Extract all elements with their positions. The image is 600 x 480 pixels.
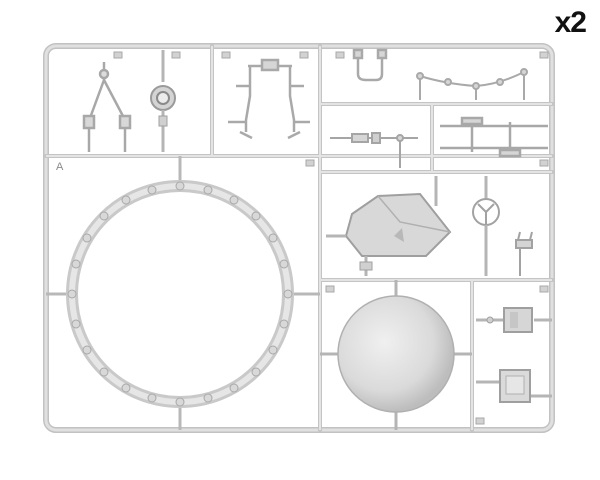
axle-bar-part	[440, 116, 548, 158]
suspension-arms-part	[82, 62, 132, 152]
clamp-part	[352, 48, 388, 82]
fuel-tank-part	[326, 176, 452, 276]
large-ring-part	[46, 156, 320, 430]
box-part	[476, 307, 552, 333]
dome-sphere-part	[320, 280, 472, 430]
sprue-letter: A	[56, 161, 64, 173]
steering-wheel-part	[472, 176, 500, 276]
pipe-rail-part	[416, 68, 528, 100]
rod-part	[330, 132, 418, 168]
quantity-label: x2	[554, 6, 587, 39]
small-bracket-part	[515, 231, 533, 276]
panel-part	[476, 369, 552, 403]
gate-nubs	[113, 51, 549, 425]
wheel-hub-part	[150, 50, 176, 152]
frame-bracket-part	[228, 58, 310, 140]
